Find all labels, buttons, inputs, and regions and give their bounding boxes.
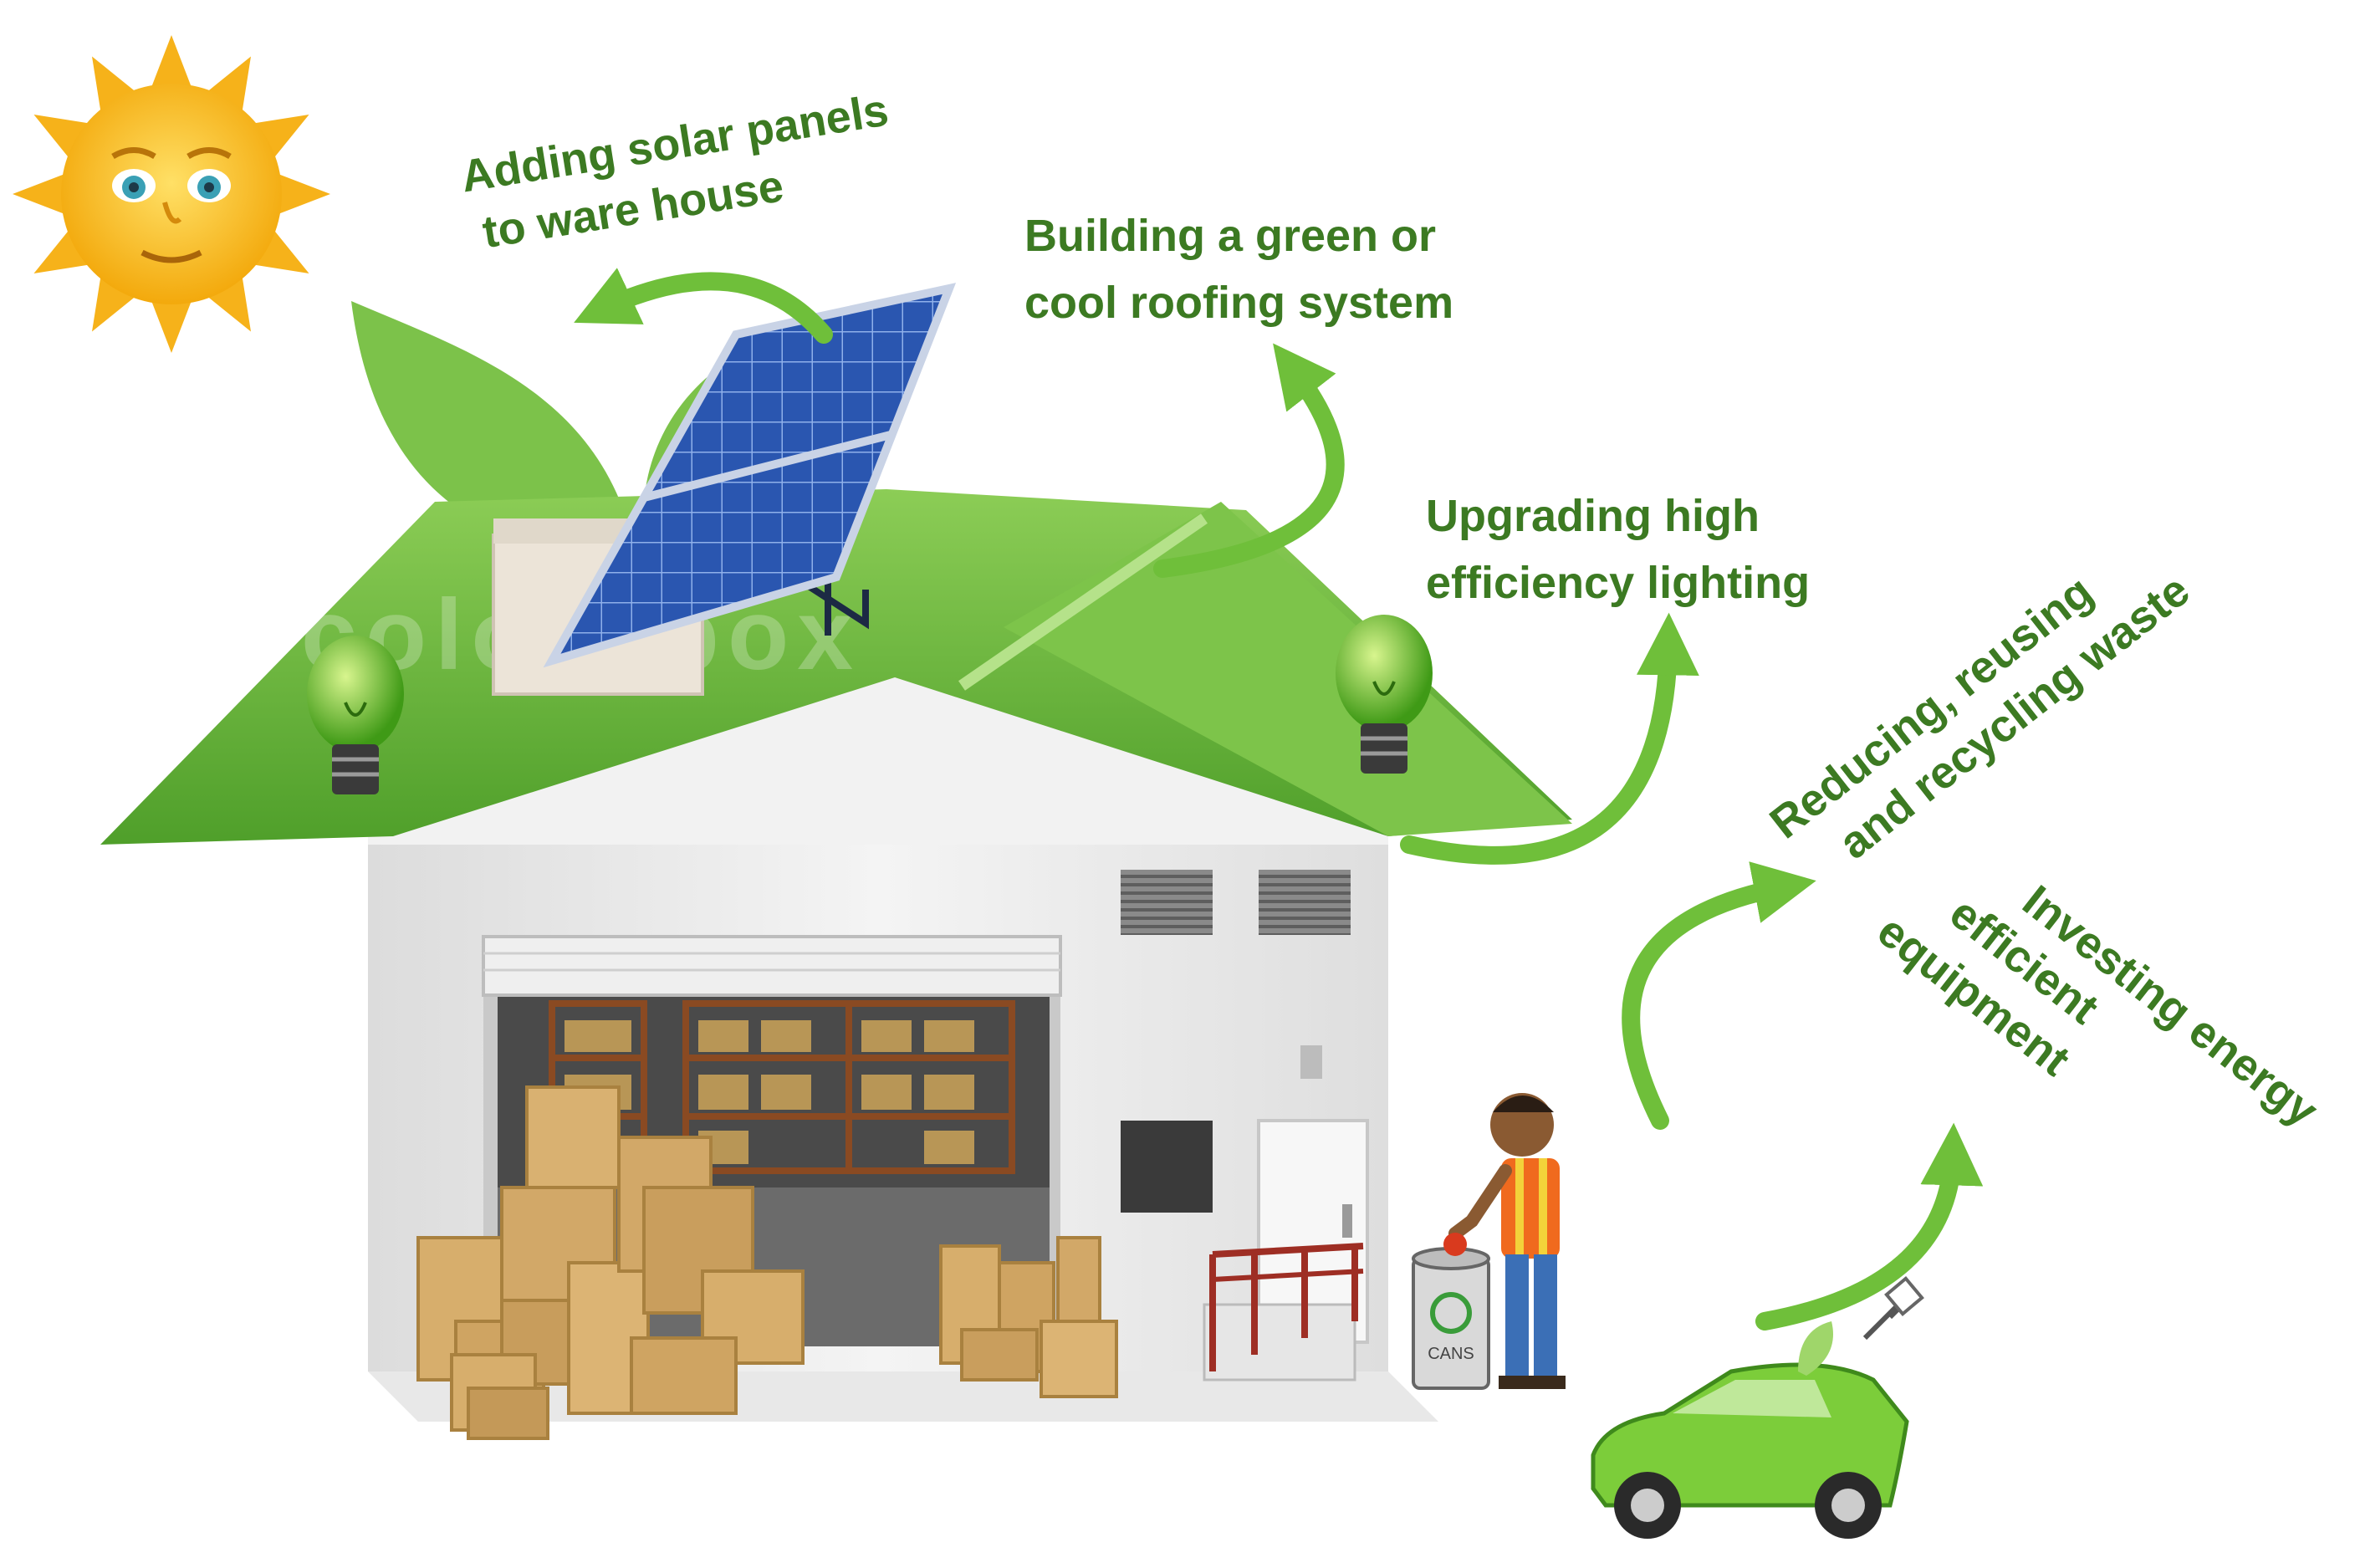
arrow-to-solar xyxy=(574,268,833,344)
arrow-to-lighting xyxy=(1400,612,1699,865)
worker-icon xyxy=(1443,1093,1566,1389)
caption-roofing: Building a green or cool roofing system xyxy=(1024,211,1453,328)
entrance-stairs xyxy=(1203,1243,1364,1382)
lightbulb-icon xyxy=(307,636,404,794)
caption-equipment: Investing energy efficient equipment xyxy=(1868,876,2327,1136)
caption-roofing-line1: Building a green or xyxy=(1024,211,1436,261)
arrow-to-equipment xyxy=(1755,1122,1984,1331)
caption-waste: Reducing, reusing and recycling waste xyxy=(1760,565,2199,869)
leaf-icon xyxy=(351,301,636,553)
arrow-to-roofing xyxy=(1153,343,1345,578)
cardboard-boxes-right xyxy=(939,1236,1118,1398)
warehouse: colourbox xyxy=(100,283,1572,1422)
bin-label: CANS xyxy=(1428,1345,1474,1363)
recycling-bin-icon: CANS xyxy=(1412,1247,1490,1390)
electric-car-icon xyxy=(1591,1276,1924,1539)
solar-panel-icon xyxy=(543,283,957,668)
caption-roofing-line2: cool roofing system xyxy=(1024,278,1453,328)
caption-lighting: Upgrading high efficiency lighting xyxy=(1426,491,1810,608)
vent xyxy=(1259,870,1351,935)
vent xyxy=(1121,870,1213,935)
caption-lighting-line2: efficiency lighting xyxy=(1426,558,1810,608)
caption-lighting-line1: Upgrading high xyxy=(1426,491,1760,541)
lightbulb-icon xyxy=(1336,615,1433,774)
sun-icon xyxy=(13,35,330,353)
caption-solar: Adding solar panels to ware house xyxy=(457,84,891,258)
arrow-to-waste xyxy=(1622,861,1816,1130)
window xyxy=(1121,1121,1213,1213)
cardboard-boxes-left xyxy=(416,1085,805,1440)
